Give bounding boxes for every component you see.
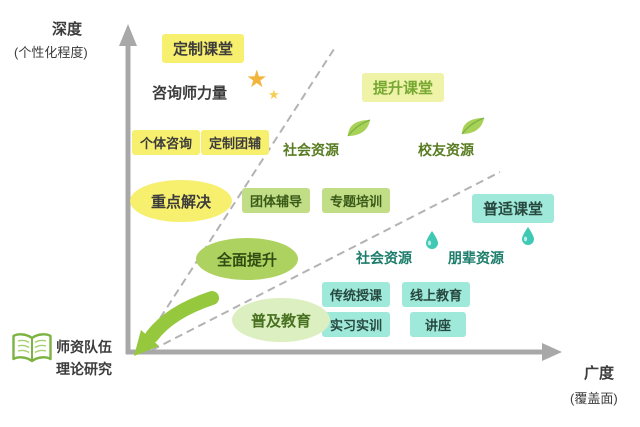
y-axis-subtitle: (个性化程度): [14, 45, 88, 60]
leaf-icon: [347, 119, 371, 137]
star-icon-large: ★: [246, 66, 268, 93]
x-axis-arrow-icon: [542, 343, 562, 361]
banner-improve-classroom: 提升课堂: [362, 73, 445, 102]
tag-internship-training: 实习实训: [322, 312, 391, 337]
banner-custom-classroom: 定制课堂: [162, 34, 245, 63]
ellipse-overall-improvement: 全面提升: [196, 238, 298, 280]
label-theory-research: 理论研究: [56, 361, 112, 377]
water-drop-icon: [426, 231, 438, 249]
curved-arrow-icon: [134, 291, 219, 356]
label-counselor-strength: 咨询师力量: [152, 85, 228, 102]
banner-universal-classroom: 普适课堂: [472, 194, 555, 223]
label-social-resources-leaf: 社会资源: [283, 142, 339, 158]
star-icon-small: ★: [268, 87, 280, 102]
y-axis-title: 深度: [52, 21, 83, 38]
book-icon: [12, 333, 52, 363]
dashed-divider-upper: [145, 45, 337, 341]
ellipse-popular-education: 普及教育: [232, 298, 330, 342]
ellipse-key-solution: 重点解决: [130, 180, 232, 222]
dashed-divider-lower: [151, 171, 501, 351]
tag-special-training: 专题培训: [322, 188, 391, 213]
water-drop-icon: [522, 227, 534, 245]
tag-traditional-teaching: 传统授课: [322, 282, 391, 307]
tag-lecture: 讲座: [410, 312, 467, 337]
tag-online-education: 线上教育: [402, 282, 471, 307]
label-alumni-resources: 校友资源: [418, 142, 474, 158]
x-axis-title: 广度: [584, 365, 615, 382]
tag-individual-counseling: 个体咨询: [132, 130, 201, 155]
tag-custom-group-tutoring: 定制团辅: [201, 130, 270, 155]
leaf-icon: [461, 117, 485, 135]
label-faculty-team: 师资队伍: [56, 339, 112, 355]
tag-group-tutoring: 团体辅导: [242, 188, 311, 213]
label-social-resources-drop: 社会资源: [356, 250, 412, 266]
y-axis-arrow-icon: [119, 24, 137, 46]
x-axis-subtitle: (覆盖面): [570, 391, 618, 406]
label-peer-resources: 朋辈资源: [448, 250, 504, 266]
